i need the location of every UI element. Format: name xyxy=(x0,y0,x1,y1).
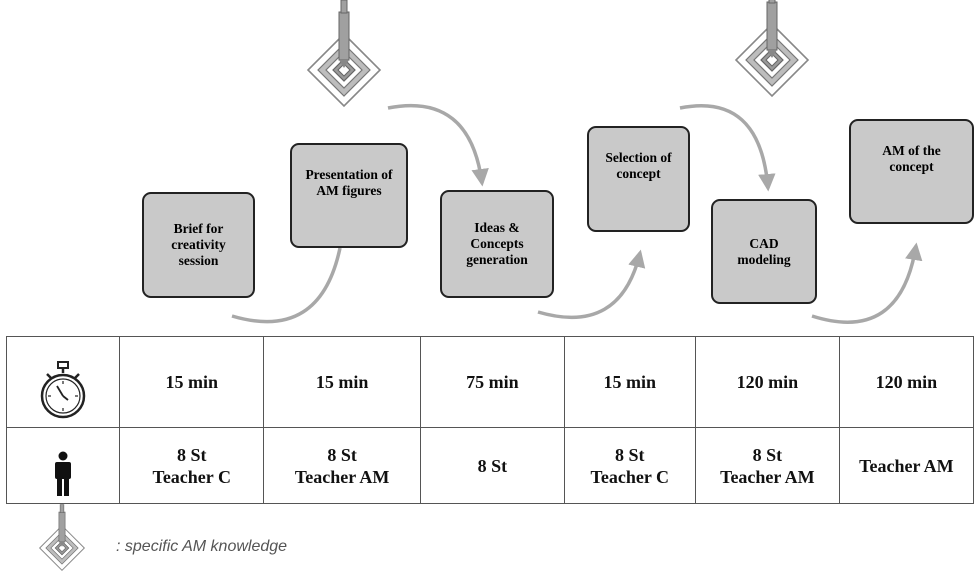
arrow-5-to-6 xyxy=(811,242,923,324)
stopwatch-icon xyxy=(40,360,86,418)
person-icon xyxy=(55,451,72,496)
duration-cell: 120 min xyxy=(694,336,840,428)
legend-text: : specific AM knowledge xyxy=(116,538,288,555)
arrow-1-to-2 xyxy=(231,247,342,324)
step-ideas: Ideas & Concepts generation xyxy=(440,190,554,298)
arrow-3-to-4 xyxy=(537,249,646,320)
am-printer-icon xyxy=(307,0,381,107)
duration-cell: 120 min xyxy=(838,336,974,428)
participants-cell: 8 St Teacher C xyxy=(119,427,265,504)
participants-cell: 8 St Teacher AM xyxy=(263,427,422,504)
duration-cell: 15 min xyxy=(263,336,422,428)
duration-cell: 15 min xyxy=(563,336,696,428)
participants-cell: Teacher AM xyxy=(838,427,974,504)
am-printer-icon xyxy=(735,0,809,97)
duration-cell: 15 min xyxy=(119,336,265,428)
schedule-table: 15 min 15 min 75 min 15 min 120 min 120 … xyxy=(5,336,974,504)
participants-cell: 8 St xyxy=(420,427,565,504)
step-am-of-concept: AM of the concept xyxy=(849,119,974,224)
participants-cell: 8 St Teacher C xyxy=(563,427,696,504)
participants-cell: 8 St Teacher AM xyxy=(694,427,840,504)
arrow-2-to-3 xyxy=(387,103,489,187)
step-cad: CAD modeling xyxy=(711,199,817,304)
am-printer-icon xyxy=(39,504,85,571)
duration-row: 15 min 15 min 75 min 15 min 120 min 120 … xyxy=(5,336,974,428)
duration-header-cell xyxy=(5,336,121,428)
step-presentation: Presentation of AM figures xyxy=(290,143,408,248)
step-selection: Selection of concept xyxy=(587,126,690,232)
duration-cell: 75 min xyxy=(420,336,565,428)
arrow-4-to-5 xyxy=(679,103,776,192)
participants-row: 8 St Teacher C 8 St Teacher AM 8 St 8 St… xyxy=(5,427,974,504)
participants-header-cell xyxy=(5,427,121,504)
step-brief: Brief for creativity session xyxy=(142,192,255,298)
